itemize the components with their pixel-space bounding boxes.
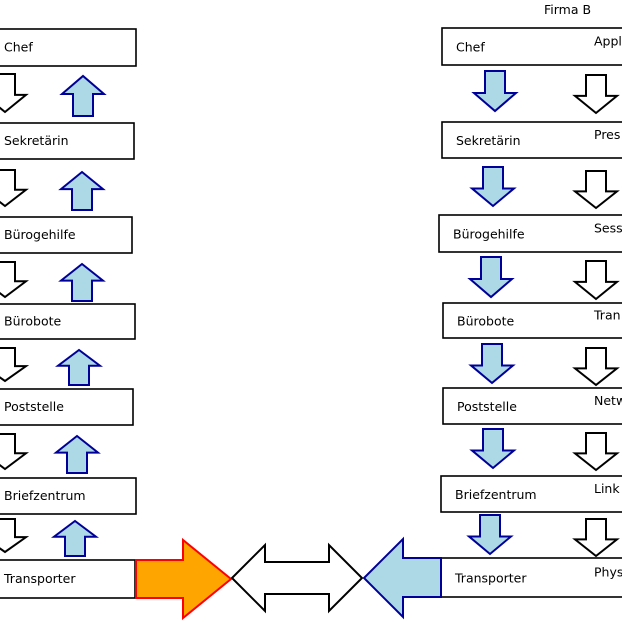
right-layer-label: Bürobote: [457, 314, 514, 329]
right-layer-box: Briefzentrum Link: [440, 475, 622, 513]
up-arrow-icon: [59, 74, 107, 117]
up-arrow-icon: [55, 348, 103, 386]
left-layer-box: Bürobote: [0, 303, 136, 340]
right-layer-label: Briefzentrum: [455, 487, 537, 502]
osi-layer-label: Phys: [594, 565, 622, 580]
double-arrow-icon: [230, 542, 364, 614]
up-arrow-icon: [53, 434, 101, 474]
up-arrow-icon: [51, 519, 99, 557]
down-arrow-icon: [572, 74, 620, 115]
down-arrow-icon: [471, 70, 519, 113]
down-arrow-icon: [0, 73, 29, 114]
left-layer-box: Transporter: [0, 559, 136, 599]
down-arrow-icon: [0, 433, 29, 471]
right-layer-label: Chef: [456, 40, 485, 55]
osi-layer-label: Pres: [594, 127, 620, 142]
left-layer-label: Sekretärin: [4, 133, 69, 148]
down-arrow-icon: [572, 518, 620, 558]
left-layer-label: Chef: [4, 40, 33, 55]
right-layer-box: Bürogehilfe Sess: [438, 214, 622, 253]
up-arrow-icon: [58, 170, 106, 211]
left-layer-box: Sekretärin: [0, 122, 135, 160]
left-layer-label: Bürobote: [4, 314, 61, 329]
osi-layer-label: Appl: [594, 34, 622, 49]
left-arrow-icon: [362, 536, 442, 620]
osi-layer-label: Sess: [594, 221, 622, 236]
down-arrow-icon: [572, 260, 620, 301]
right-arrow-icon: [135, 537, 233, 621]
right-layer-label: Bürogehilfe: [453, 227, 525, 242]
down-arrow-icon: [0, 518, 30, 554]
up-arrow-icon: [58, 262, 106, 302]
left-layer-box: Briefzentrum: [0, 477, 137, 515]
osi-layer-label: Netw: [594, 393, 622, 408]
right-layer-box: Poststelle Netw: [442, 387, 622, 425]
right-layer-box: Sekretärin Pres: [441, 121, 622, 159]
osi-layer-label: Link: [594, 481, 620, 496]
down-arrow-icon: [0, 261, 29, 299]
down-arrow-icon: [0, 169, 29, 208]
down-arrow-icon: [469, 166, 517, 208]
left-layer-label: Poststelle: [4, 399, 64, 414]
left-layer-label: Transporter: [3, 571, 76, 586]
down-arrow-icon: [572, 432, 620, 472]
left-layer-box: Bürogehilfe: [0, 216, 133, 254]
down-arrow-icon: [469, 428, 517, 470]
right-layer-box: Bürobote Tran: [442, 302, 622, 339]
down-arrow-icon: [572, 170, 620, 210]
firm-b-title: Firma B: [544, 2, 591, 17]
right-layer-label: Transporter: [454, 571, 527, 586]
down-arrow-icon: [467, 256, 515, 299]
osi-layer-label: Tran: [593, 308, 621, 323]
left-layer-box: Chef: [0, 28, 137, 67]
down-arrow-icon: [468, 343, 516, 385]
down-arrow-icon: [0, 347, 30, 383]
down-arrow-icon: [466, 514, 514, 556]
right-layer-box: Transporter Phys: [440, 557, 622, 598]
down-arrow-icon: [572, 347, 620, 387]
right-layer-label: Poststelle: [457, 399, 517, 414]
left-layer-label: Bürogehilfe: [4, 227, 76, 242]
left-layer-label: Briefzentrum: [4, 488, 86, 503]
right-layer-label: Sekretärin: [456, 133, 521, 148]
right-layer-box: Chef Appl: [441, 27, 622, 66]
left-layer-box: Poststelle: [0, 388, 134, 426]
